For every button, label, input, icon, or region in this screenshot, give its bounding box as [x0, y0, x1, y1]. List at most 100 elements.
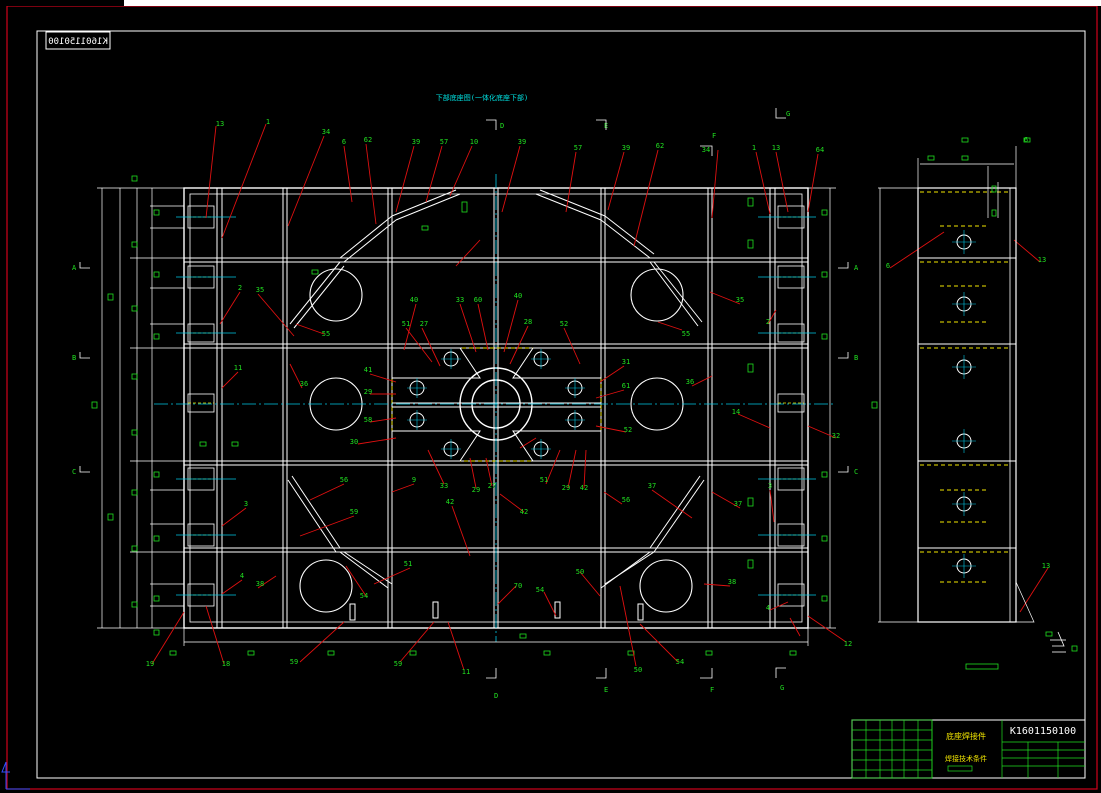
title-block: 底座焊接件 焊接技术条件 K1601150100 [851, 719, 1086, 779]
section-mark-f-top: F [712, 132, 716, 140]
balloon-label: 1 [752, 144, 756, 152]
diagonal-braces [287, 189, 705, 589]
balloon-label: 1 [266, 118, 270, 126]
balloon-label: 51 [402, 320, 410, 328]
side-elevation-view [871, 137, 1078, 670]
section-mark-d-bottom: D [494, 692, 498, 700]
section-mark-c-right: C [854, 468, 858, 476]
section-mark-f-bottom: F [710, 686, 714, 694]
balloon-label: 57 [574, 144, 582, 152]
end-pads-right [758, 205, 816, 607]
main-plan-view [154, 174, 836, 642]
balloon-label: 29 [472, 486, 480, 494]
balloon-label: 50 [576, 568, 584, 576]
balloon-label: 31 [622, 358, 630, 366]
balloon-label: 52 [624, 426, 632, 434]
dimension-values [91, 175, 828, 656]
balloon-label: 60 [474, 296, 482, 304]
tech-requirement: 焊接技术条件 [945, 754, 987, 763]
balloon-label: 29 [364, 388, 372, 396]
balloon-label: 38 [728, 578, 736, 586]
balloon-label: 10 [470, 138, 478, 146]
balloon-label: 29 [562, 484, 570, 492]
balloon-label: 37 [648, 482, 656, 490]
part-name: 底座焊接件 [946, 731, 986, 741]
drawing-number: K1601150100 [1010, 726, 1076, 737]
section-arrows [79, 108, 849, 679]
drawing-code-box: K1601150100 [45, 31, 111, 50]
balloon-label: 36 [686, 378, 694, 386]
balloon-label: 52 [560, 320, 568, 328]
view-caption: 下部底座图(一体化底座下部) [436, 93, 528, 102]
leader-lines [151, 123, 1049, 671]
dimension-lines [97, 187, 836, 646]
balloon-label: 56 [622, 496, 630, 504]
end-pads-left [176, 205, 236, 607]
balloon-label: 6 [1024, 136, 1028, 144]
balloon-label: 35 [736, 296, 744, 304]
balloon-label: 54 [360, 592, 368, 600]
balloon-label: 2 [238, 284, 242, 292]
balloon-label: 54 [536, 586, 544, 594]
balloon-label: 42 [520, 508, 528, 516]
balloon-label: 61 [622, 382, 630, 390]
balloon-label: 51 [540, 476, 548, 484]
balloon-label: 59 [394, 660, 402, 668]
section-mark-a-right: A [854, 264, 859, 272]
balloon-label: 3 [768, 482, 772, 490]
balloon-label: 42 [580, 484, 588, 492]
section-mark-g-top: G [786, 110, 790, 118]
balloon-label: 58 [364, 416, 372, 424]
balloon-label: 37 [734, 500, 742, 508]
balloon-label: 13 [1038, 256, 1046, 264]
balloon-label: 59 [350, 508, 358, 516]
balloon-label: 2 [766, 318, 770, 326]
balloon-label: 70 [514, 582, 522, 590]
balloon-label: 33 [440, 482, 448, 490]
balloon-label: 35 [256, 286, 264, 294]
balloon-label: 4 [240, 572, 244, 580]
cad-drawing: K1601150100 下部底座图(一体化底座下部) [1, 6, 1098, 790]
balloon-label: 4 [766, 604, 770, 612]
balloon-label: 55 [322, 330, 330, 338]
balloon-label: 11 [462, 668, 470, 676]
balloon-label: 18 [222, 660, 230, 668]
mirrored-code: K1601150100 [48, 37, 108, 47]
section-mark-b-right: B [854, 354, 858, 362]
balloon-label: 54 [676, 658, 684, 666]
balloon-label: 62 [364, 136, 372, 144]
balloon-label: 40 [514, 292, 522, 300]
balloon-label: 64 [816, 146, 824, 154]
drawing-tab[interactable] [0, 0, 124, 6]
balloon-label: 9 [412, 476, 416, 484]
section-mark-a-left: A [72, 264, 77, 272]
balloon-label: 40 [410, 296, 418, 304]
balloon-label: 12 [844, 640, 852, 648]
balloon-label: 30 [350, 438, 358, 446]
balloon-label: 38 [256, 580, 264, 588]
bottom-lugs [349, 601, 644, 621]
balloon-label: 41 [364, 366, 372, 374]
balloon-label: 28 [524, 318, 532, 326]
balloon-label: 50 [634, 666, 642, 674]
balloon-label: 57 [440, 138, 448, 146]
balloon-label: 36 [300, 380, 308, 388]
balloon-label: 13 [216, 120, 224, 128]
balloon-label: 14 [732, 408, 740, 416]
top-bar [0, 0, 1101, 6]
balloon-label: 13 [772, 144, 780, 152]
balloon-label: 59 [290, 658, 298, 666]
balloon-label: 39 [412, 138, 420, 146]
ucs-icon [1, 761, 30, 790]
balloon-label: 33 [456, 296, 464, 304]
balloon-labels: 13 1 34 6 62 39 57 10 39 57 39 62 34 1 1… [146, 118, 1050, 676]
section-marks: A B C A B C D E F G D E F G [72, 110, 859, 700]
section-mark-d-top: D [500, 122, 504, 130]
balloon-label: 39 [622, 144, 630, 152]
main-centerlines [154, 174, 836, 642]
inner-frame [36, 30, 1086, 779]
balloon-label: 11 [234, 364, 242, 372]
bolt-centerlines [407, 349, 585, 459]
balloon-label: 62 [656, 142, 664, 150]
balloon-label: 27 [488, 482, 496, 490]
